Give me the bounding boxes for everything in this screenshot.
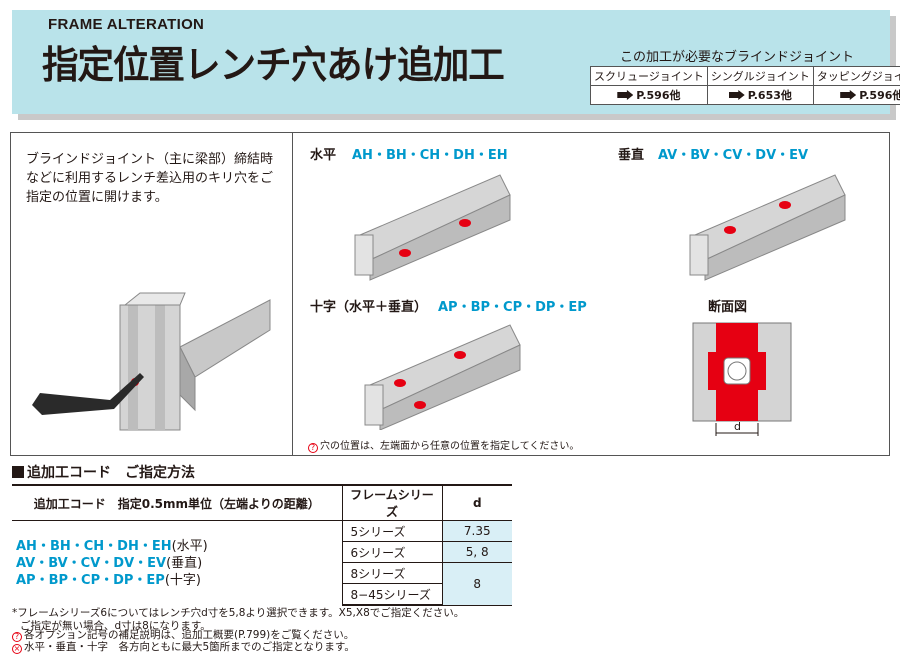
section-view-label: 断面図 — [708, 300, 748, 315]
panel-divider — [292, 132, 293, 456]
cross-frame-illustration — [364, 324, 521, 430]
bj-ref[interactable]: P.596他 — [812, 85, 900, 105]
d-cell: 7.35 — [441, 520, 512, 543]
horizontal-label: 水平 — [310, 148, 337, 163]
col-header-code: 追加工コード 指定0.5mm単位（左端よりの距離） — [12, 484, 342, 522]
code-table-heading: 追加工コード ご指定方法 — [12, 462, 195, 482]
page-ref-icon — [840, 90, 857, 100]
dimension-label-d: d — [734, 420, 741, 433]
bj-ref[interactable]: P.653他 — [706, 85, 814, 105]
series-cell: 8シリーズ — [341, 562, 442, 585]
english-title: FRAME ALTERATION — [48, 16, 205, 33]
vertical-label: 垂直 — [618, 148, 645, 163]
section-view-diagram — [692, 322, 792, 436]
footnote-2: ご指定が無い場合、d寸は8になります。 — [20, 620, 211, 632]
blind-joint-caption: この加工が必要なブラインドジョイント — [620, 50, 855, 65]
series-cell: 6シリーズ — [341, 541, 442, 564]
horizontal-frame-illustration — [354, 174, 511, 281]
footnote-3: ?各オプション記号の補足説明は、追加工概要(P.799)をご覧ください。 — [12, 627, 354, 642]
bj-name: タッピングジョイント — [812, 66, 900, 86]
cross-marker-icon: × — [12, 644, 22, 654]
footnote-4: ×水平・垂直・十字 各方向ともに最大5箇所までのご指定となります。 — [12, 641, 355, 654]
vertical-codes: AV・BV・CV・DV・EV — [658, 148, 809, 163]
horizontal-codes: AH・BH・CH・DH・EH — [352, 148, 508, 163]
position-note: ?穴の位置は、左端面から任意の位置を指定してください。 — [308, 437, 579, 453]
code-list: AH・BH・CH・DH・EH(水平) AV・BV・CV・DV・EV(垂直) AP… — [16, 538, 208, 588]
description-text: ブラインドジョイント（主に梁部）締結時などに利用するレンチ差込用のキリ穴をご指定… — [26, 152, 274, 205]
footnote-1: *フレームシリーズ6についてはレンチ穴d寸を5,8より選択できます。X5,X8で… — [12, 607, 465, 619]
page-ref-icon — [617, 90, 634, 100]
cross-label: 十字（水平＋垂直） — [310, 300, 428, 315]
d-cell: 8 — [441, 562, 512, 606]
option-marker-icon: ? — [308, 443, 318, 453]
blind-joint-table: スクリュージョイント シングルジョイント タッピングジョイント P.596他 P… — [590, 66, 900, 105]
code-table: 追加工コード 指定0.5mm単位（左端よりの距離） フレームシリーズ d AH・… — [12, 484, 512, 607]
bj-ref[interactable]: P.596他 — [590, 85, 708, 105]
cross-codes: AP・BP・CP・DP・EP — [438, 300, 587, 315]
series-cell: 8−45シリーズ — [341, 583, 442, 607]
series-cell: 5シリーズ — [341, 520, 442, 543]
main-panel — [10, 132, 890, 456]
d-cell: 5, 8 — [441, 541, 512, 564]
page-ref-icon — [728, 90, 745, 100]
vertical-frame-illustration — [689, 174, 846, 281]
option-marker-icon: ? — [12, 632, 22, 642]
bj-name: スクリュージョイント — [590, 66, 708, 86]
page-title: 指定位置レンチ穴あけ追加工 — [42, 43, 505, 87]
wrench-assembly-illustration — [32, 292, 271, 431]
bj-name: シングルジョイント — [706, 66, 814, 86]
col-header-d: d — [441, 484, 512, 522]
col-header-series: フレームシリーズ — [341, 484, 442, 522]
square-bullet-icon — [12, 466, 24, 478]
